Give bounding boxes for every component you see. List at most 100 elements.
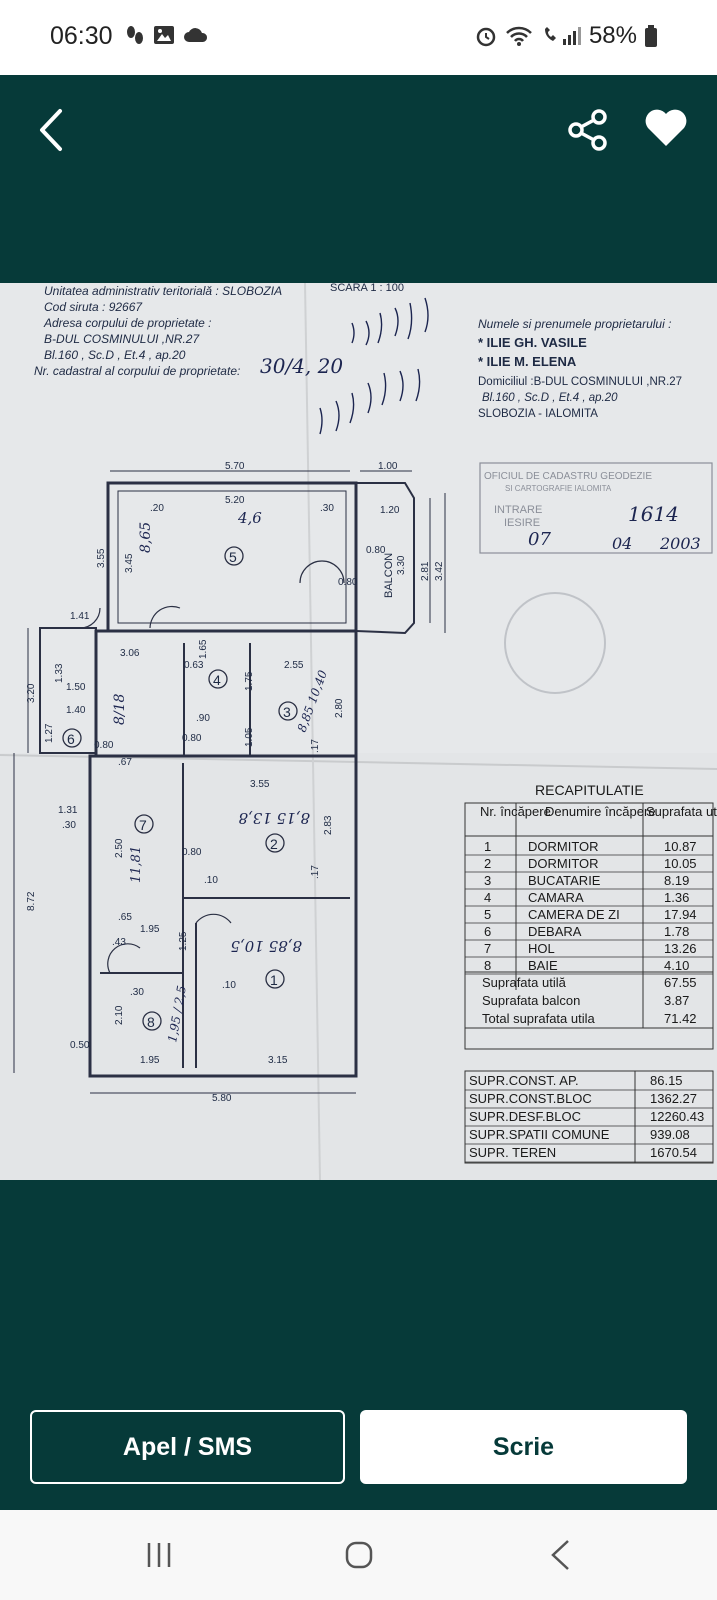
dim-label: 0.80: [182, 847, 202, 858]
image-icon: [154, 26, 174, 44]
dim-label: 2.83: [323, 815, 334, 835]
dim-label: 1.33: [54, 663, 65, 683]
table-cell-area: 8.19: [664, 873, 689, 888]
room-number: 7: [139, 817, 147, 833]
const-value: 86.15: [650, 1073, 683, 1088]
floor-plan-photo[interactable]: Unitatea administrativ teritorială : SLO…: [0, 283, 717, 1180]
const-value: 1362.27: [650, 1091, 697, 1106]
summary-label: Suprafata balcon: [482, 993, 580, 1008]
recap-table: RECAPITULATIE Nr. încăpere Denumire încă…: [464, 782, 717, 1050]
recent-apps-icon: [147, 1543, 171, 1567]
room-number: 6: [67, 731, 75, 747]
dim-label: .10: [222, 980, 236, 991]
table-cell-nr: 6: [484, 924, 491, 939]
handwritten-note: 30/4, 20: [260, 354, 343, 378]
stamp-text: OFICIUL DE CADASTRU GEODEZIE: [484, 471, 652, 482]
header-line: Bl.160 , Sc.D , Et.4 , ap.20: [44, 348, 186, 362]
nav-back-button[interactable]: [548, 1538, 572, 1572]
dim-label: 0.80: [366, 545, 386, 556]
signal-icon: [544, 27, 581, 45]
owner-name: * ILIE GH. VASILE: [478, 335, 587, 350]
back-button[interactable]: [32, 105, 72, 155]
dim-label: 1.27: [44, 723, 55, 743]
dim-label: 5.20: [225, 495, 245, 506]
recent-apps-button[interactable]: [144, 1540, 174, 1570]
table-cell-name: HOL: [528, 941, 555, 956]
dim-label: 2.81: [420, 561, 431, 581]
header-left-block: Unitatea administrativ teritorială : SLO…: [34, 284, 282, 378]
owner-title: Numele si prenumele proprietarului :: [478, 317, 671, 331]
summary-value: 3.87: [664, 993, 689, 1008]
write-button[interactable]: Scrie: [360, 1410, 687, 1484]
home-button[interactable]: [344, 1540, 374, 1570]
table-cell-nr: 2: [484, 856, 491, 871]
table-cell-area: 1.78: [664, 924, 689, 939]
battery-percent: 58%: [588, 22, 637, 49]
dim-label: 2.80: [334, 698, 345, 718]
table-cell-nr: 8: [484, 958, 491, 973]
owner-block: Numele si prenumele proprietarului : * I…: [478, 317, 682, 420]
heart-icon: [645, 109, 687, 146]
dim-label: 0.63: [184, 660, 204, 671]
status-time: 06:30: [50, 22, 113, 50]
scale-label: SCARA 1 : 100: [330, 283, 404, 294]
call-sms-button[interactable]: Apel / SMS: [30, 1410, 345, 1484]
dim-label: 0.80: [94, 740, 114, 751]
plan-walls: [13, 470, 446, 1094]
dim-label: .43: [112, 937, 126, 948]
header-line: B-DUL COSMINULUI ,NR.27: [44, 332, 200, 346]
header-line: Adresa corpului de proprietate :: [43, 316, 211, 330]
handwritten-note: 11,81: [129, 846, 144, 883]
const-value: 1670.54: [650, 1145, 697, 1160]
recap-title: RECAPITULATIE: [535, 782, 644, 798]
viewer-top-bar: [0, 75, 717, 285]
dim-label: 1.05: [244, 727, 255, 747]
domicile-line: Bl.160 , Sc.D , Et.4 , ap.20: [482, 392, 618, 404]
dim-label: 1.95: [140, 924, 160, 935]
back-arrow-icon: [40, 109, 62, 151]
dim-label: 3.45: [124, 553, 135, 573]
dim-label: .65: [118, 912, 132, 923]
const-value: 12260.43: [650, 1109, 704, 1124]
header-line: Unitatea administrativ teritorială : SLO…: [44, 284, 282, 298]
stamp-year: 2003: [659, 534, 701, 553]
dim-label: 3.55: [250, 779, 270, 790]
domicile-line: Domiciliul :B-DUL COSMINULUI ,NR.27: [478, 376, 682, 388]
dim-label: 0.80: [338, 577, 358, 588]
stamp-number: 1614: [628, 502, 679, 526]
dim-label: 8.72: [26, 891, 37, 911]
table-cell-name: CAMERA DE ZI: [528, 907, 620, 922]
dim-label: 3.30: [396, 555, 407, 575]
cloud-icon: [184, 28, 208, 42]
stamp-day: 07: [528, 529, 551, 550]
owner-name: * ILIE M. ELENA: [478, 354, 577, 369]
stamp-text: IESIRE: [504, 517, 540, 529]
dim-label: 1.65: [198, 639, 209, 659]
dim-label: 1.31: [58, 805, 78, 816]
dim-label: .30: [130, 987, 144, 998]
domicile-line: SLOBOZIA - IALOMITA: [478, 408, 598, 420]
room-number: 8: [147, 1014, 155, 1030]
const-label: SUPR.SPATII COMUNE: [469, 1127, 610, 1142]
dim-label: .30: [320, 503, 334, 514]
table-cell-area: 17.94: [664, 907, 697, 922]
room-numbers: 5 4 3 6 7 2 1 8: [62, 546, 298, 1031]
dim-label: 1.00: [378, 461, 398, 472]
summary-label: Suprafata utilă: [482, 975, 567, 990]
table-cell-name: CAMARA: [528, 890, 584, 905]
dim-label: 1.75: [244, 671, 255, 691]
share-button[interactable]: [566, 108, 610, 152]
table-cell-name: DORMITOR: [528, 839, 599, 854]
status-notification-icons: [125, 24, 209, 46]
dim-label: 2.10: [114, 1005, 125, 1025]
header-line: Cod siruta : 92667: [44, 300, 143, 314]
table-cell-area: 10.05: [664, 856, 697, 871]
action-bar: Apel / SMS Scrie: [0, 1180, 717, 1510]
dim-label: 2.55: [284, 660, 304, 671]
dim-label: 0.80: [182, 733, 202, 744]
table-cell-area: 4.10: [664, 958, 689, 973]
favorite-button[interactable]: [642, 104, 690, 152]
table-cell-name: BAIE: [528, 958, 558, 973]
stamp-month: 04: [612, 534, 632, 553]
